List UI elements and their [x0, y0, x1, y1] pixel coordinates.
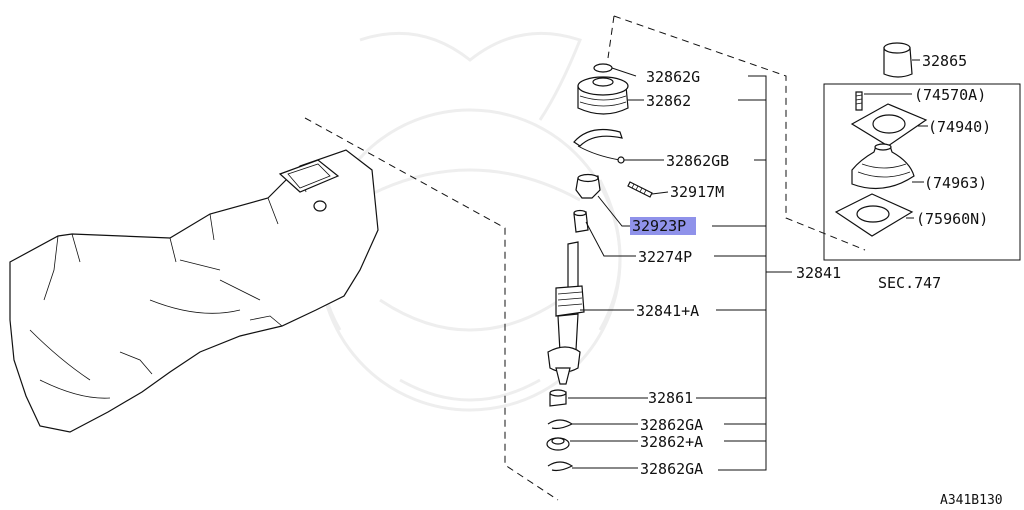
label-74963: (74963) [924, 174, 987, 192]
part-32923p-bushing [575, 173, 601, 199]
part-32862gb-band [573, 129, 625, 164]
part-32862-boot [577, 76, 629, 115]
label-32862ga-lower: 32862GA [640, 460, 703, 478]
part-32862g-clip [593, 63, 613, 73]
projection-line-housing [304, 117, 559, 501]
part-32865-knob [883, 42, 920, 78]
part-75960n-seal-plate [834, 193, 914, 237]
part-32841-shift-lever [547, 241, 585, 385]
label-32862g: 32862G [646, 68, 700, 86]
label-32862: 32862 [646, 92, 691, 110]
part-32917m-pin [627, 181, 653, 198]
part-32274p-collar [573, 209, 589, 233]
part-74940-plate [850, 103, 928, 147]
part-32861-bushing [549, 389, 567, 407]
label-32841a: 32841+A [636, 302, 699, 320]
label-sec747: SEC.747 [878, 274, 941, 292]
part-32862ga-upper-ring [547, 419, 574, 430]
part-74570a-bolt [855, 91, 912, 111]
label-32862ga-upper: 32862GA [640, 416, 703, 434]
label-74570a: (74570A) [914, 86, 986, 104]
leader-lines [568, 67, 792, 471]
transmission-housing [9, 149, 379, 433]
label-32274p: 32274P [638, 248, 692, 266]
projection-line-top [607, 15, 866, 251]
part-74963-boot [851, 143, 924, 190]
label-32865: 32865 [922, 52, 967, 70]
part-32862a-seat [546, 437, 570, 451]
label-32841: 32841 [796, 264, 841, 282]
sec747-box [823, 83, 1021, 261]
label-32862gb: 32862GB [666, 152, 729, 170]
label-32862a: 32862+A [640, 433, 703, 451]
label-32917m: 32917M [670, 183, 724, 201]
diagram-code: A341B130 [940, 493, 1003, 508]
part-32862ga-lower-ring [547, 461, 574, 472]
label-75960n: (75960N) [916, 210, 988, 228]
label-74940: (74940) [928, 118, 991, 136]
label-32923p: 32923P [632, 217, 686, 235]
highlight-32923p [630, 217, 696, 235]
label-32861: 32861 [648, 389, 693, 407]
